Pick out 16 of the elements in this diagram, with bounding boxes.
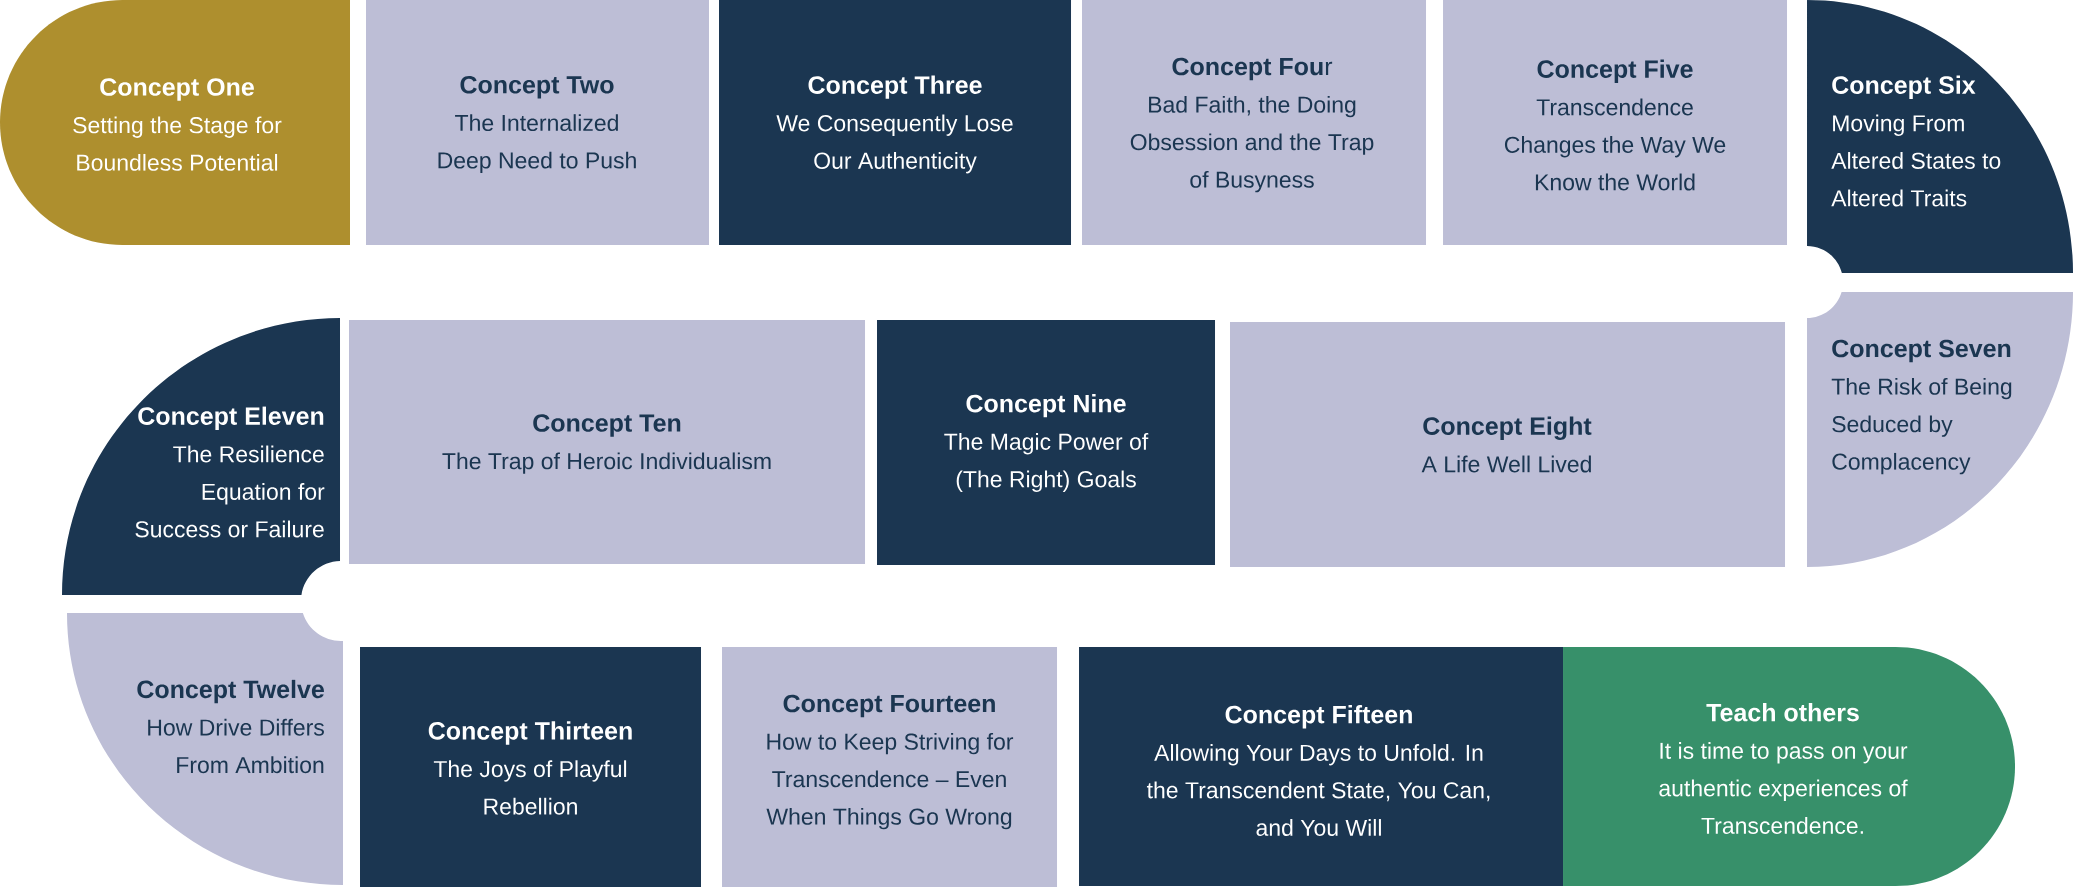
concept-card: Concept Three We Consequently Lose Our Authenticity bbox=[719, 0, 1071, 245]
concept-card: Concept Fifteen Allowing Your Days to Unfold. In the Transcendent State, You Can, and You Will bbox=[1079, 647, 1563, 886]
quarter-round-card: Concept Seven The Risk of Being Seduced by Complacency bbox=[1807, 292, 2073, 567]
quarter-round-card: Concept Eleven The Resilience Equation for Success or Failure bbox=[62, 318, 340, 595]
concept-card: Concept Nine The Magic Power of (The Right) Goals bbox=[877, 320, 1215, 565]
concept-card: Concept Eight A Life Well Lived bbox=[1230, 322, 1785, 567]
concept-card: Concept Ten The Trap of Heroic Individualism bbox=[349, 320, 865, 564]
concept-card: Concept Four Bad Faith, the Doing Obsession and the Trap of Busyness bbox=[1082, 0, 1426, 245]
concept-card: Concept Fourteen How to Keep Striving for Transcendence – Even When Things Go Wrong bbox=[722, 647, 1057, 887]
concept-card: Concept Five Transcendence Changes the Way We Know the World bbox=[1443, 0, 1787, 245]
rounded-end-card: Teach others It is time to pass on your authentic experiences of Transcendence. bbox=[1563, 647, 2015, 886]
rounded-end-card: Concept One Setting the Stage for Boundless Potential bbox=[0, 0, 350, 245]
quarter-round-card: Concept Twelve How Drive Differs From Ambition bbox=[67, 613, 343, 885]
concept-card: Concept Two The Internalized Deep Need to Push bbox=[366, 0, 709, 245]
concept-card: Concept Thirteen The Joys of Playful Rebellion bbox=[360, 647, 701, 887]
quarter-round-card: Concept Six Moving From Altered States to Altered Traits bbox=[1807, 0, 2073, 273]
